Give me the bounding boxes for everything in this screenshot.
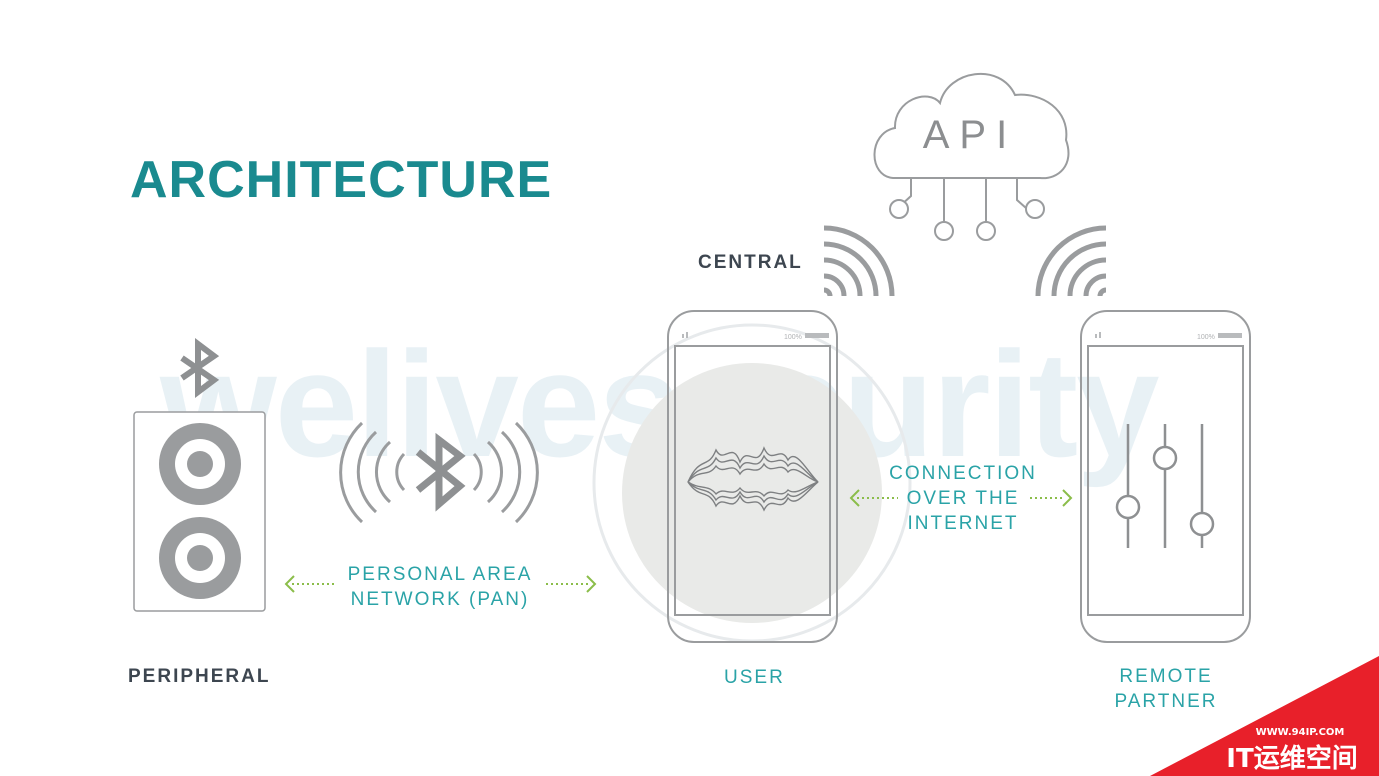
watermark-disc xyxy=(622,363,882,623)
internet-label-line: CONNECTION xyxy=(889,463,1037,484)
badge-name: IT运维空间 xyxy=(1226,743,1357,774)
internet-label-line: INTERNET xyxy=(907,513,1019,534)
wifi-signal-icon xyxy=(1035,225,1107,297)
cloud-icon xyxy=(873,72,1070,241)
battery-text: 100% xyxy=(1197,334,1215,341)
bluetooth-signal-right xyxy=(472,421,539,524)
pan-arrow-left xyxy=(284,575,336,593)
internet-label: CONNECTION OVER THE INTERNET xyxy=(872,461,1054,536)
pan-label-line: NETWORK (PAN) xyxy=(350,589,530,610)
internet-label-line: OVER THE xyxy=(906,488,1020,509)
speaker-icon xyxy=(133,411,266,612)
pan-label: PERSONAL AREA NETWORK (PAN) xyxy=(330,562,550,612)
wifi-signal-icon xyxy=(823,225,895,297)
bluetooth-icon xyxy=(415,432,466,512)
pan-arrow-right xyxy=(546,575,597,593)
battery-text: 100% xyxy=(784,334,802,341)
waveform-icon xyxy=(687,446,819,512)
remote-partner-line: REMOTE xyxy=(1119,666,1213,687)
pan-label-line: PERSONAL AREA xyxy=(347,564,533,585)
peripheral-label: PERIPHERAL xyxy=(128,666,271,687)
central-label: CENTRAL xyxy=(698,252,803,273)
smartphone-icon xyxy=(1080,310,1251,643)
api-label: API xyxy=(923,113,1017,157)
internet-arrow-left xyxy=(849,489,898,507)
user-label: USER xyxy=(724,667,785,688)
smartphone-icon xyxy=(667,310,838,643)
site-badge xyxy=(1150,656,1379,776)
equalizer-sliders-icon xyxy=(1115,424,1215,548)
bluetooth-signal-left xyxy=(339,421,406,524)
bluetooth-icon xyxy=(180,338,220,398)
internet-arrow-right xyxy=(1030,489,1073,507)
remote-partner-label: REMOTE PARTNER xyxy=(1096,664,1236,714)
badge-url: WWW.94IP.COM xyxy=(1256,727,1345,738)
remote-partner-line: PARTNER xyxy=(1114,691,1218,712)
page-title: ARCHITECTURE xyxy=(130,151,553,209)
